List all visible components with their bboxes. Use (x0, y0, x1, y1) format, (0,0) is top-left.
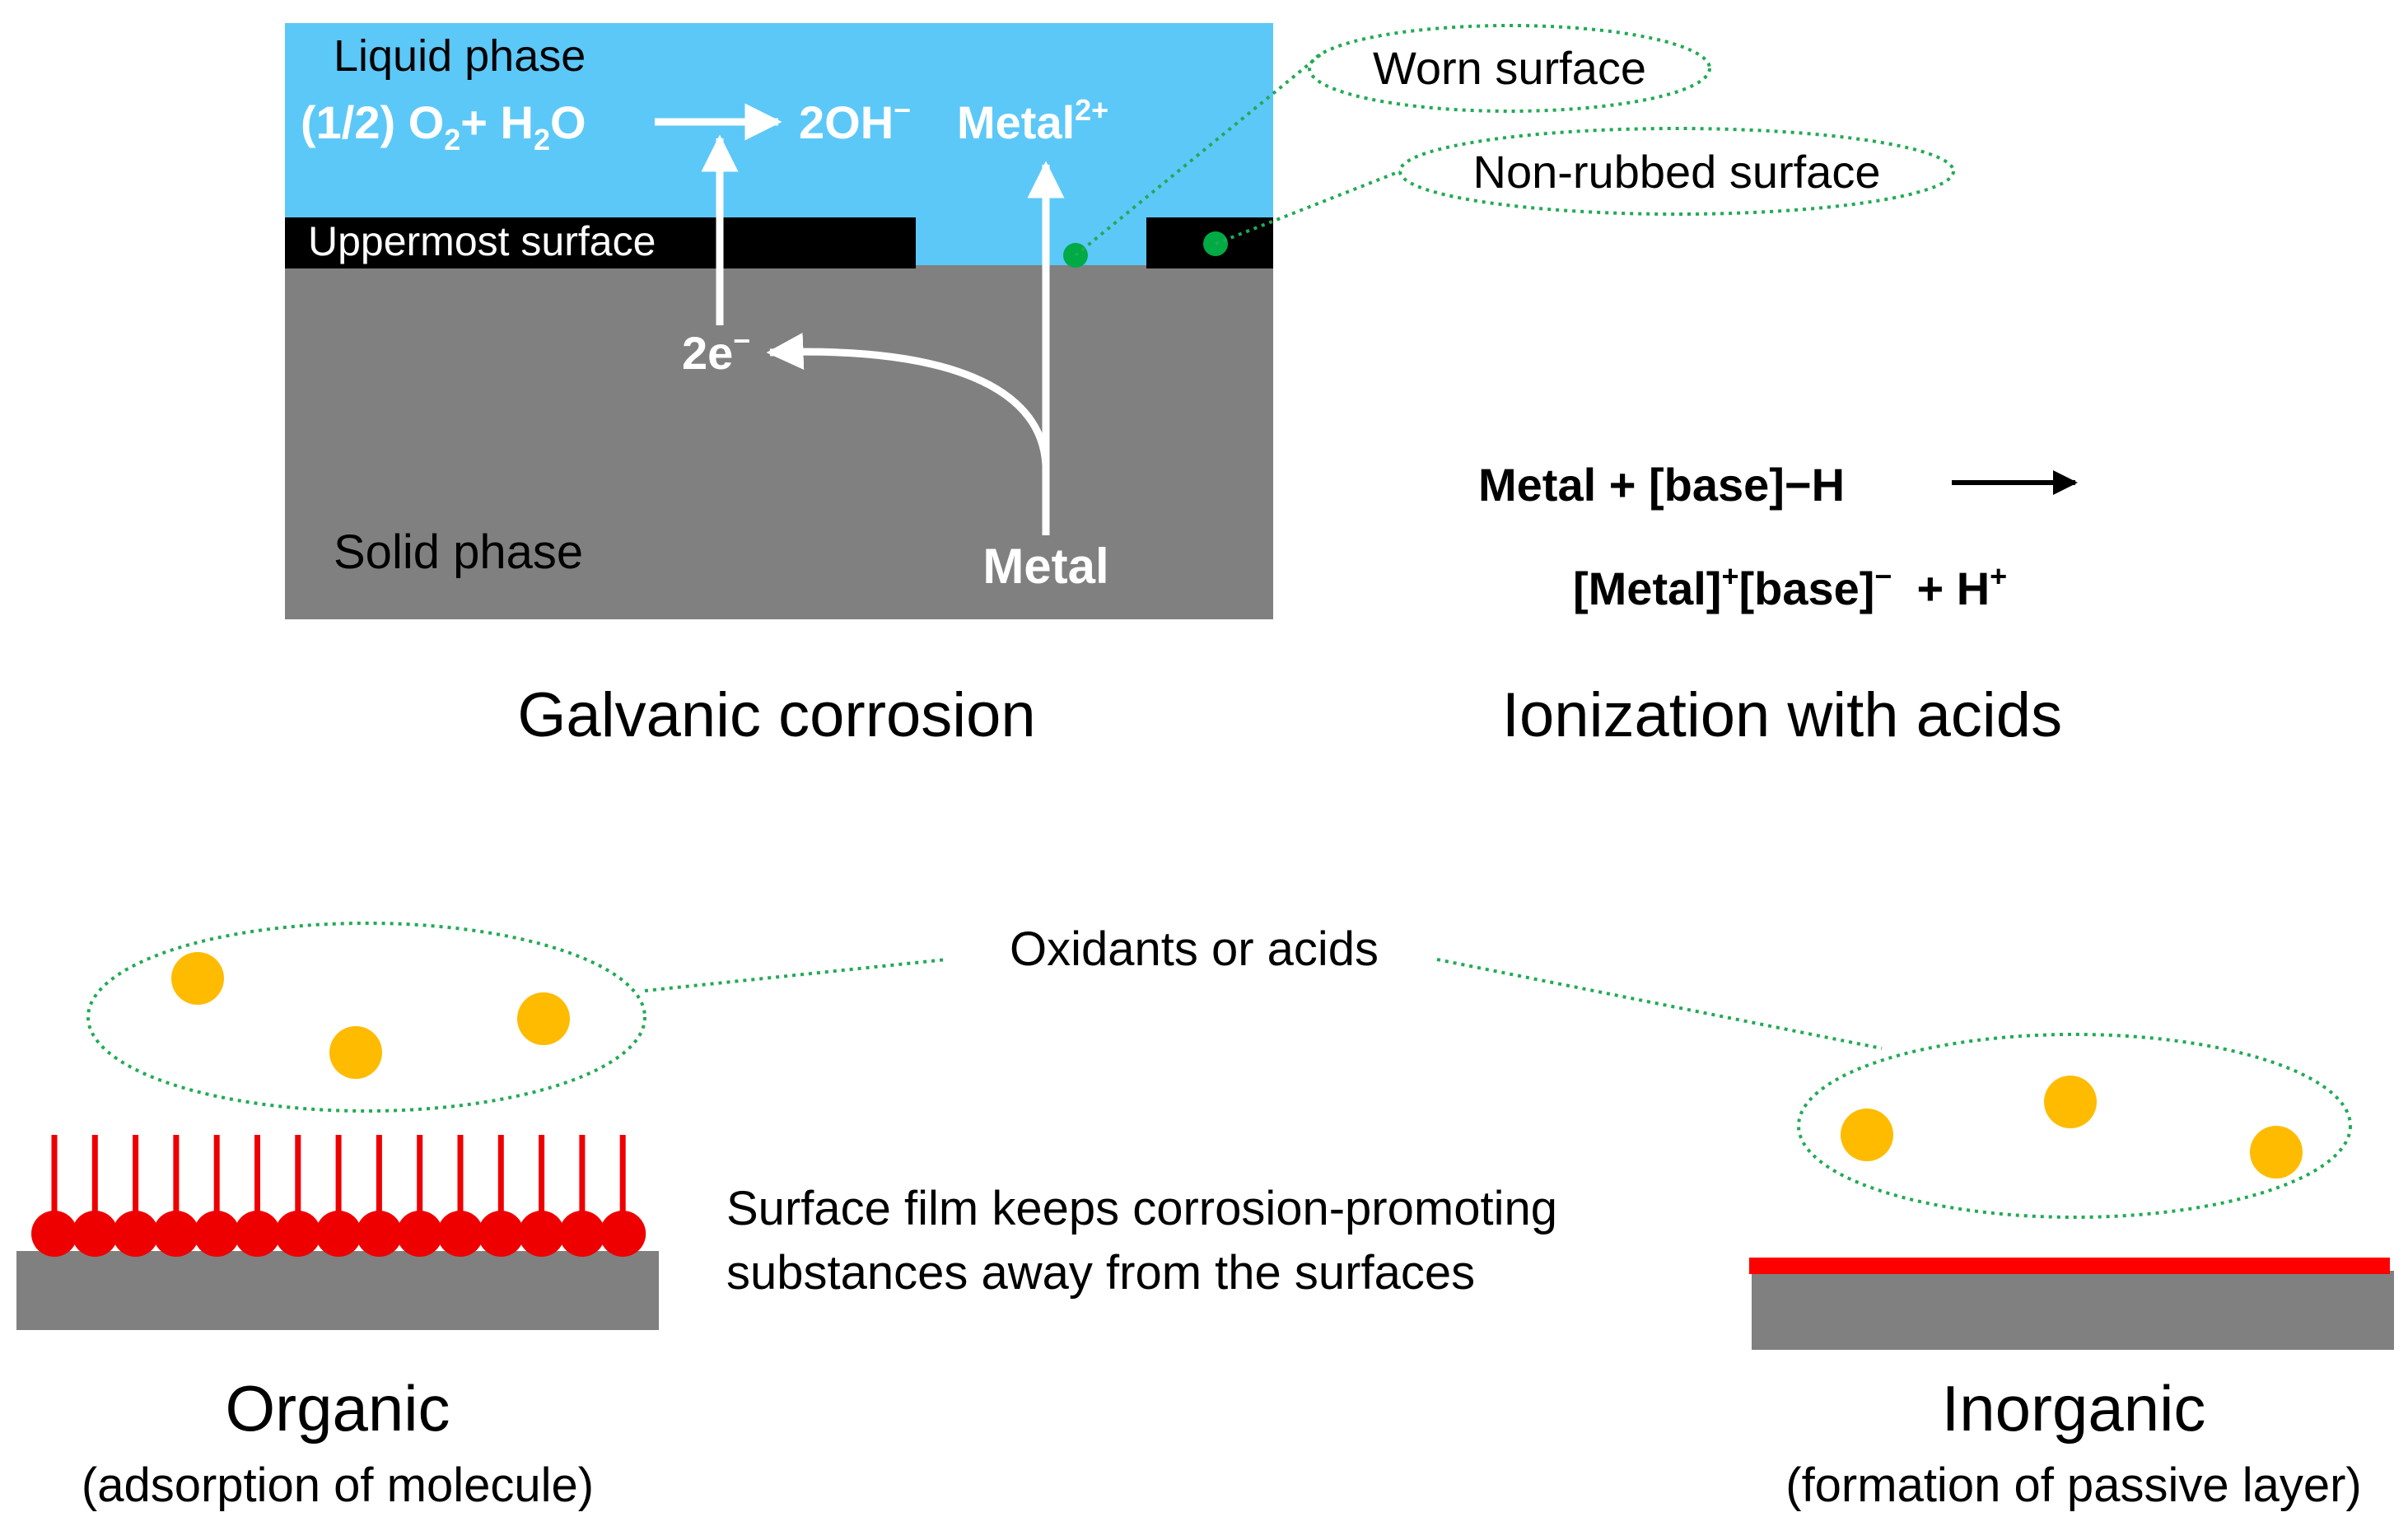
electrons-label: 2e− (682, 324, 750, 379)
worn-surface-callout (1308, 24, 1711, 113)
galvanic-caption: Galvanic corrosion (517, 680, 1035, 750)
film-description-line2: substances away from the surfaces (726, 1246, 1475, 1300)
worn-surface-label: Worn surface (1373, 42, 1646, 94)
oxidant-particle (2044, 1076, 2097, 1128)
ionization-caption: Ionization with acids (1502, 680, 2062, 750)
oxidant-particle (517, 992, 570, 1045)
oxidants-label: Oxidants or acids (1010, 922, 1379, 976)
film-panel: Oxidants or acids Surface film keeps cor… (16, 922, 2394, 1512)
uppermost-surface-film-left (285, 217, 916, 268)
metal-label: Metal (982, 539, 1108, 594)
adsorbed-molecule-layer (31, 1135, 646, 1257)
nonrubbed-surface-callout (1398, 127, 1955, 216)
passive-layer (1749, 1258, 2390, 1274)
electron-curve-arrow (766, 333, 1050, 466)
organic-subtitle: (adsorption of molecule) (82, 1459, 594, 1512)
oxidants-leader-right (1436, 958, 1883, 1050)
reaction-equation: (1/2) O2+ H2O (301, 96, 586, 156)
nonrubbed-surface-label: Non-rubbed surface (1473, 146, 1881, 198)
oxidant-particle (2250, 1126, 2303, 1179)
metal-ion-label: Metal2+ (957, 93, 1108, 148)
ionization-line1: Metal + [base]−H (1478, 459, 1845, 511)
molecule-head (274, 1211, 321, 1257)
organic-title: Organic (225, 1372, 450, 1445)
inorganic-title: Inorganic (1942, 1372, 2206, 1445)
galvanic-panel: Liquid phase (1/2) O2+ H2O 2OH− Metal2+ … (285, 23, 1955, 750)
molecule-head (194, 1211, 240, 1257)
oxidant-particle (171, 952, 224, 1005)
molecule-head (558, 1211, 605, 1257)
solid-phase-label: Solid phase (334, 525, 583, 579)
molecule-head (72, 1211, 119, 1257)
liquid-phase-label: Liquid phase (334, 31, 586, 81)
molecule-head (478, 1211, 525, 1257)
oxidant-particle (1841, 1109, 1893, 1161)
inorganic-subtitle: (formation of passive layer) (1785, 1459, 2361, 1512)
molecule-head (234, 1211, 281, 1257)
worn-surface-leader (1074, 53, 1323, 257)
molecule-head (518, 1211, 565, 1257)
inorganic-oxidant-group (1797, 1033, 2352, 1219)
hydroxide-product: 2OH− (799, 93, 911, 148)
nonrubbed-surface-leader (1215, 170, 1401, 245)
inorganic-substrate (1752, 1271, 2394, 1350)
organic-substrate (16, 1251, 659, 1330)
solid-phase-region (285, 265, 1273, 619)
ionization-line2: [Metal]+[base]−+ H+ (1573, 559, 2007, 614)
ionization-panel: Metal + [base]−H [Metal]+[base]−+ H+ Ion… (1478, 459, 2078, 750)
molecule-head (31, 1211, 77, 1257)
molecule-head (315, 1211, 362, 1257)
film-description-line1: Surface film keeps corrosion-promoting (726, 1182, 1557, 1235)
uppermost-surface-label: Uppermost surface (308, 218, 656, 264)
molecule-head (437, 1211, 483, 1257)
organic-oxidant-group (86, 922, 646, 1113)
molecule-head (356, 1211, 403, 1257)
oxidants-leader-left (644, 958, 948, 992)
molecule-head (396, 1211, 443, 1257)
oxidant-particle (329, 1026, 382, 1079)
molecule-head (112, 1211, 159, 1257)
molecule-head (600, 1211, 646, 1257)
molecule-head (152, 1211, 199, 1257)
